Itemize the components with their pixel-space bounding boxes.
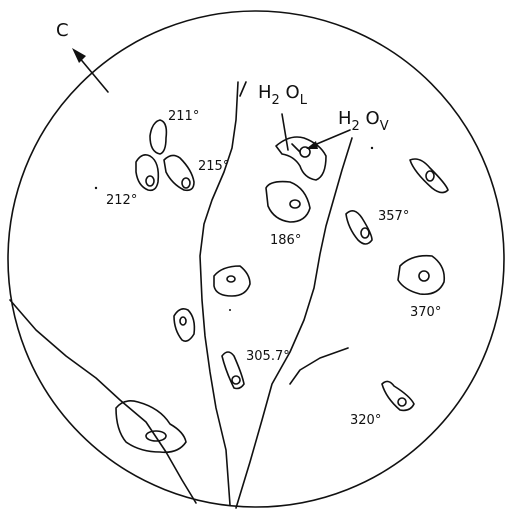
fracture-small-tick [240,82,246,96]
inclusion-305 [222,352,244,389]
c-axis-arrow [72,48,108,92]
speckle-mark [229,309,231,311]
temp-label-320: 320° [350,413,381,428]
inclusion-370 [398,256,444,295]
inclusion-320 [382,381,414,410]
temp-label-215: 215° [198,159,229,174]
inclusion-left-mid [174,309,194,341]
inclusion-211 [150,120,166,154]
fracture-right-branch [290,348,348,384]
temp-label-370: 370° [410,305,441,320]
liquid-water-label: H2 OL [258,82,308,108]
inclusion-lower-left [116,401,186,452]
vapor-water-label: H2 OV [338,108,389,134]
temp-label-211: 211° [168,109,199,124]
temp-label-357: 357° [378,209,409,224]
fracture-lower-left [10,300,196,503]
vapor-leader-arrow [306,130,350,149]
inclusion-186 [266,182,310,222]
speckle-mark [371,147,373,149]
c-axis-label: C [56,20,69,41]
temp-label-212: 212° [106,193,137,208]
inclusion-215 [164,155,194,190]
temp-label-305: 305.7° [246,349,290,364]
inclusion-357 [346,211,372,244]
inclusion-center [214,266,250,296]
fracture-right-main [236,138,352,508]
speckle-mark [95,187,97,189]
liquid-leader [282,114,288,150]
inclusion-212 [136,155,158,190]
temp-label-186: 186° [270,233,301,248]
view-circle [8,11,504,507]
inclusion-upper-right [410,159,448,193]
